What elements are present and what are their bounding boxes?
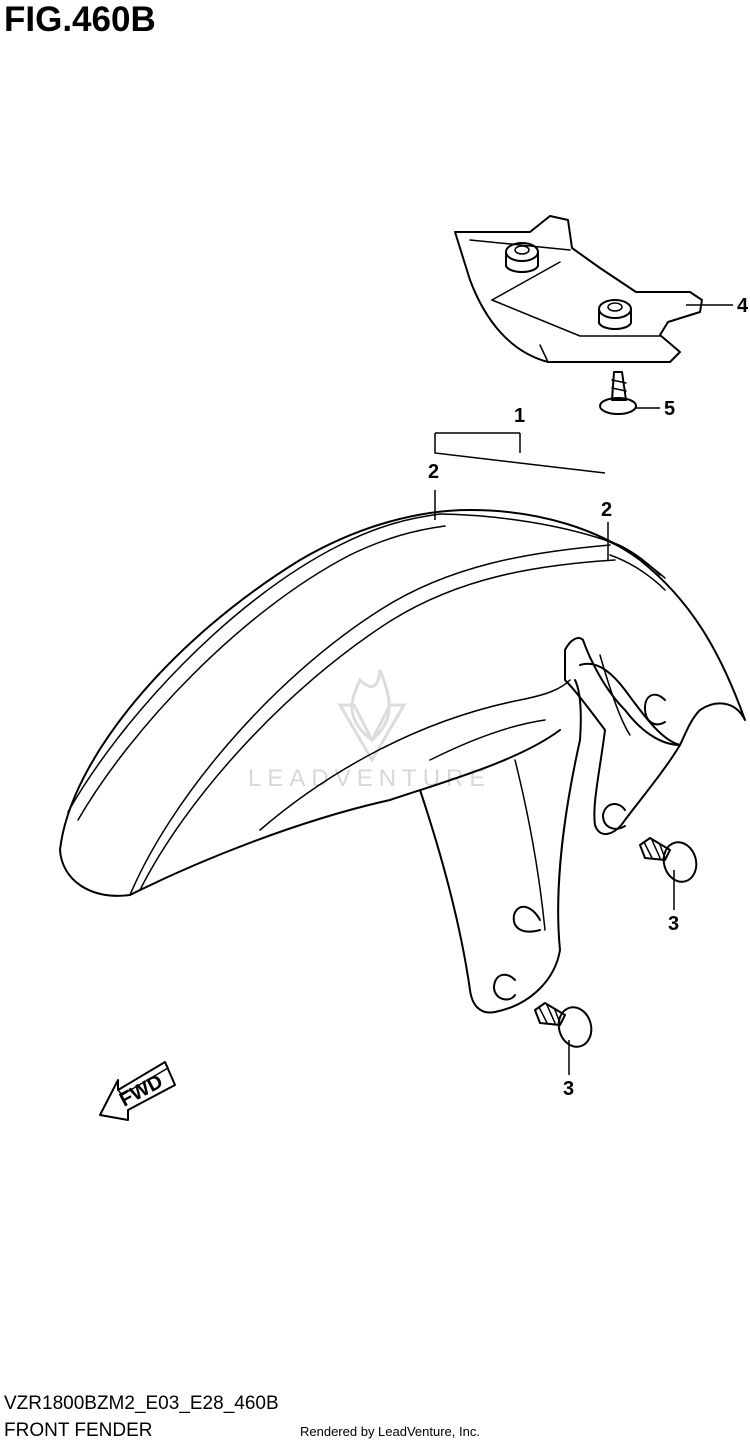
front-fender-part [59, 509, 746, 1014]
callout-clip-left: 2 [428, 461, 439, 483]
diagram-title: FRONT FENDER [4, 1420, 153, 1441]
bolt-upper-part [639, 837, 698, 883]
diagram-code: VZR1800BZM2_E03_E28_460B [4, 1393, 279, 1414]
render-credit: Rendered by LeadVenture, Inc. [300, 1424, 480, 1439]
bracket-part [454, 215, 703, 363]
figure-title: FIG.460B [4, 0, 156, 39]
screw-part [599, 371, 637, 415]
watermark: LEADVENTURE [248, 669, 491, 792]
leader-lines [434, 304, 733, 1075]
callout-bolt-upper: 3 [668, 913, 679, 935]
bolt-lower-part [534, 1002, 593, 1048]
fwd-arrow: FWD [99, 1061, 176, 1121]
callout-clip-right: 2 [601, 499, 612, 521]
callout-bolt-lower: 3 [563, 1078, 574, 1100]
callout-screw: 5 [664, 398, 675, 420]
watermark-text: LEADVENTURE [248, 765, 491, 792]
callout-bracket: 4 [737, 295, 749, 317]
callout-fender: 1 [514, 405, 525, 427]
